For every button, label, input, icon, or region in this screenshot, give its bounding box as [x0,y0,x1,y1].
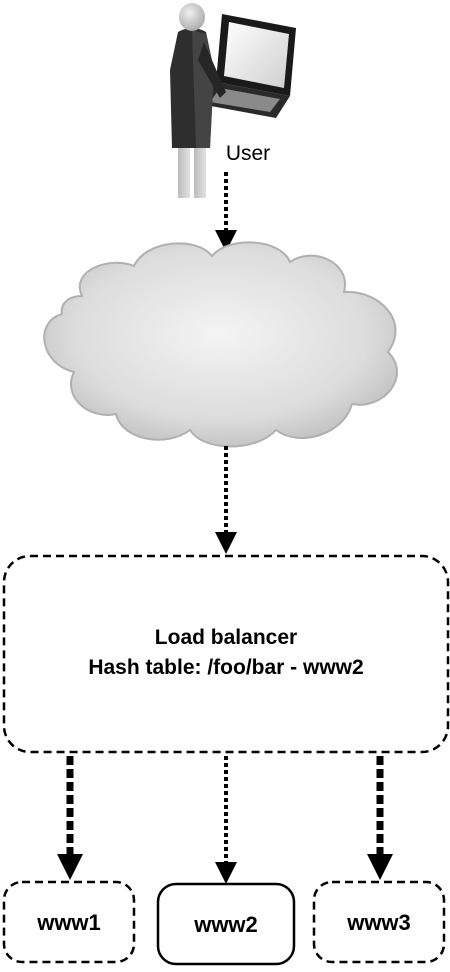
load-balancer-box: Load balancer Hash table: /foo/bar - www… [2,554,450,754]
arrow-lb-to-www2 [215,756,237,884]
arrow-cloud-to-lb [215,446,237,554]
user-icon [170,3,296,198]
laptop-icon [200,14,296,118]
arrow-lb-to-www3 [367,756,393,880]
arrow-user-to-cloud [215,172,237,252]
load-balancer-title: Load balancer [155,626,297,649]
server-node-www1: www1 [2,880,136,964]
arrow-lb-to-www1 [57,756,83,880]
server-node-www3: www3 [312,880,446,964]
hash-table-label: Hash table: /foo/bar - www2 [88,656,363,679]
server-label-www3: www3 [346,910,411,935]
user-label: User [226,142,270,165]
server-node-www2: www2 [156,882,296,966]
server-label-www2: www2 [193,912,258,937]
server-label-www1: www1 [36,910,101,935]
cloud-icon [43,241,399,448]
